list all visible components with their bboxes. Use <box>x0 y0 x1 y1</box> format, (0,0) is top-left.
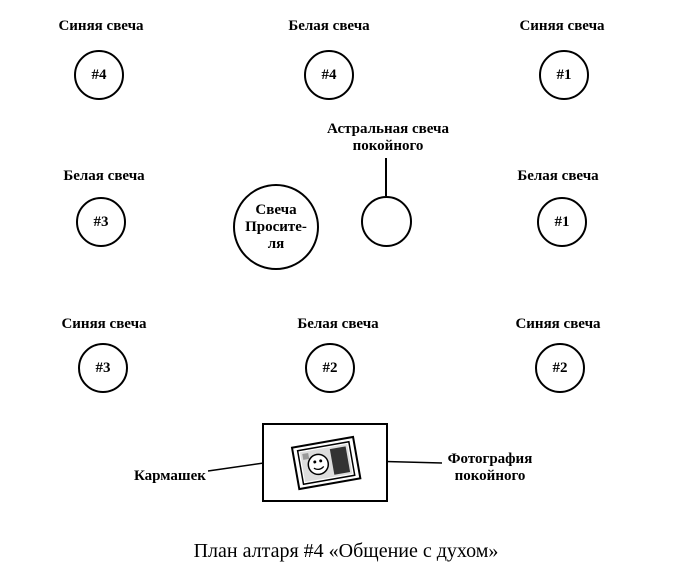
candle-white-1: #1 <box>537 197 587 247</box>
astral-candle-label: Астральная свеча покойного <box>315 121 461 155</box>
astral-candle <box>361 196 412 247</box>
candle-label-white-2: Белая свеча <box>297 316 379 332</box>
photo-icon <box>290 435 362 491</box>
candle-blue-3: #3 <box>78 343 128 393</box>
candle-label-blue-3: Синяя свеча <box>61 316 147 332</box>
candle-blue-4: #4 <box>74 50 124 100</box>
candle-label-white-4: Белая свеча <box>288 18 370 34</box>
candle-blue-1: #1 <box>539 50 589 100</box>
candle-label-blue-1: Синяя свеча <box>519 18 605 34</box>
petitioner-line2: Просите- <box>245 218 307 235</box>
candle-label-white-1: Белая свеча <box>517 168 599 184</box>
astral-label-line1: Астральная свеча <box>327 121 449 137</box>
pocket-label: Кармашек <box>134 468 206 484</box>
petitioner-line1: Свеча <box>255 201 297 218</box>
diagram-caption: План алтаря #4 «Общение с духом» <box>193 540 499 562</box>
photo-label-line2: покойного <box>454 468 526 484</box>
photo-label-line1: Фотография <box>447 451 533 467</box>
candle-white-4: #4 <box>304 50 354 100</box>
candle-label-blue-2: Синяя свеча <box>515 316 601 332</box>
candle-white-2: #2 <box>305 343 355 393</box>
petitioner-candle: Свеча Просите- ля <box>233 184 319 270</box>
candle-label-blue-4: Синяя свеча <box>58 18 144 34</box>
petitioner-line3: ля <box>267 235 285 252</box>
astral-label-line2: покойного <box>352 138 424 154</box>
candle-label-white-3: Белая свеча <box>63 168 145 184</box>
candle-blue-2: #2 <box>535 343 585 393</box>
candle-white-3: #3 <box>76 197 126 247</box>
photo-label: Фотография покойного <box>438 451 542 485</box>
